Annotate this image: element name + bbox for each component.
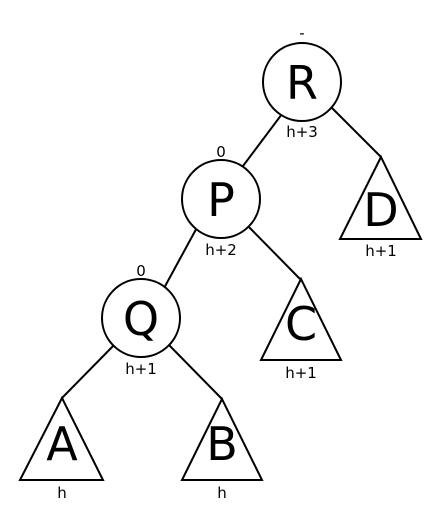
subtree-a: A h [18,395,105,502]
node-r-balance: - [299,24,304,42]
node-p-balance: 0 [216,143,226,161]
node-r-label: R [286,56,318,110]
subtree-a-label: A [46,417,78,471]
edge-q-a [61,341,118,399]
edge-q-b [168,344,223,400]
subtree-c-height: h+1 [285,364,317,382]
subtree-a-height: h [57,484,67,502]
subtree-c-triangle [259,276,343,361]
subtree-c-label: C [285,297,317,351]
node-q-balance: 0 [136,262,146,280]
node-r: R - h+3 [262,24,342,141]
node-p-circle [181,159,261,239]
subtree-d: D h+1 [338,154,423,260]
node-p: P 0 h+2 [181,143,261,259]
subtree-d-triangle [338,154,423,240]
edge-p-q [162,221,201,291]
node-r-circle [262,42,342,122]
tree-edges [61,103,382,400]
subtree-b-height: h [217,484,227,502]
subtree-b-label: B [206,417,238,471]
subtree-b-triangle [180,396,264,481]
edge-p-c [245,223,301,280]
subtree-c: C h+1 [259,276,343,382]
node-p-label: P [207,173,235,227]
subtree-b: B h [180,396,264,502]
subtree-d-label: D [363,183,398,237]
node-q-label: Q [123,292,159,346]
edge-r-d [327,103,382,158]
node-q: Q 0 h+1 [101,262,181,378]
subtree-d-height: h+1 [365,242,397,260]
edge-r-p [239,109,286,171]
node-q-height: h+1 [125,360,157,378]
node-q-circle [101,278,181,358]
subtree-a-triangle [18,395,105,481]
node-p-height: h+2 [205,241,237,259]
node-r-height: h+3 [286,123,318,141]
